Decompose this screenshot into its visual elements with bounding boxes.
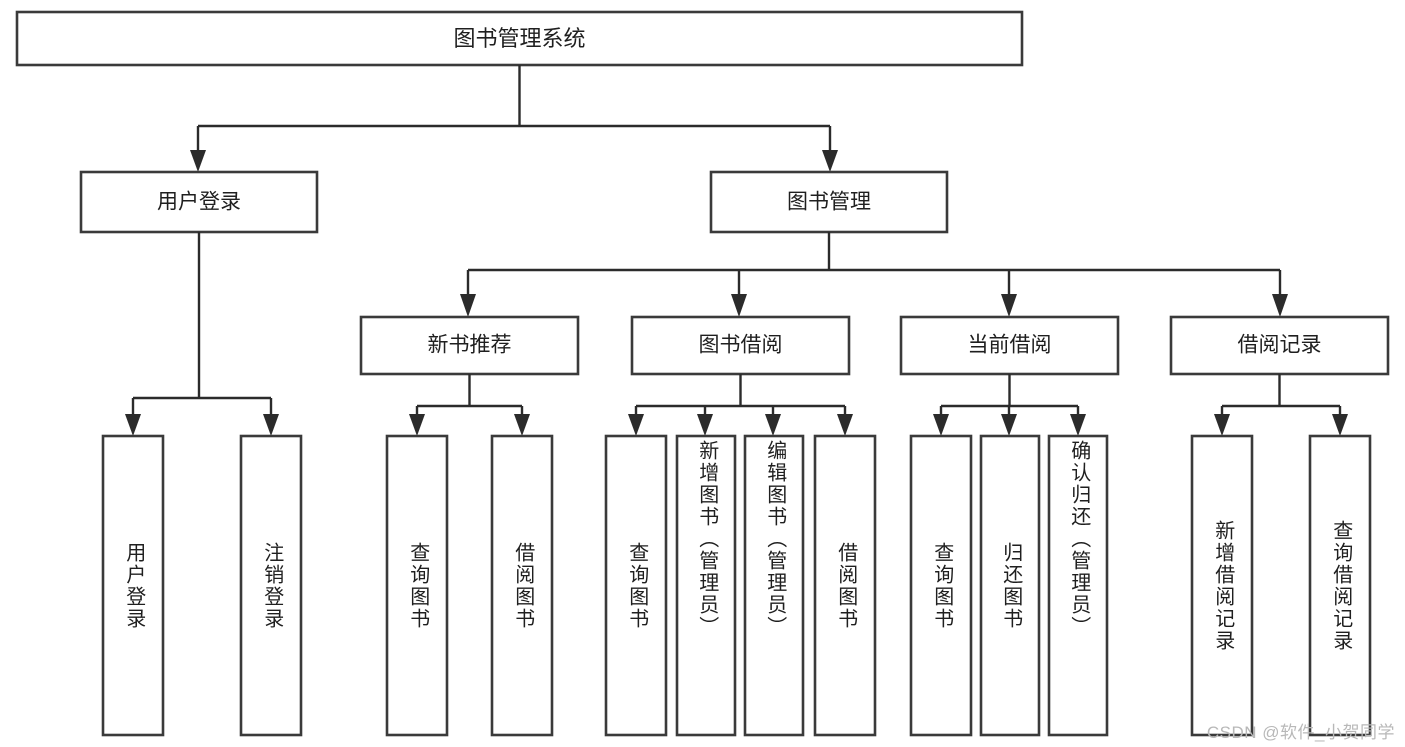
- leaf-box-current-borrow-1[interactable]: [979, 434, 1041, 737]
- new-book-recommend-label: 新书推荐: [428, 334, 512, 357]
- leaf-box-book-borrow-3[interactable]: [813, 434, 877, 737]
- leaf-box-new-book-0[interactable]: [385, 434, 449, 737]
- connector-book-manage-to-level3: [460, 232, 1288, 317]
- leaf-box-borrow-record-1[interactable]: [1308, 434, 1372, 737]
- arrow-to-book-borrow: [731, 294, 747, 317]
- node-root[interactable]: 图书管理系统: [15, 10, 1024, 67]
- leaf-box-current-borrow-0[interactable]: [909, 434, 973, 737]
- new-book-recommend-box: [359, 315, 580, 376]
- leaf-box-book-borrow-1[interactable]: [675, 434, 737, 737]
- connector-book-borrow-to-leaves: [628, 374, 853, 436]
- node-book-manage[interactable]: 图书管理: [709, 170, 949, 234]
- leaf-box-user-login-0[interactable]: [101, 434, 165, 737]
- root-label: 图书管理系统: [453, 26, 585, 51]
- book-manage-label: 图书管理: [787, 191, 871, 214]
- user-login-label: 用户登录: [157, 191, 241, 214]
- arrow-to-user-login: [190, 150, 206, 172]
- node-new-book-recommend[interactable]: 新书推荐: [359, 315, 580, 376]
- arrow-to-borrow-record: [1272, 294, 1288, 317]
- node-current-borrow[interactable]: 当前借阅: [899, 315, 1120, 376]
- watermark-text: CSDN @软件_小贺同学: [1206, 723, 1395, 742]
- leaf-box-book-borrow-0[interactable]: [604, 434, 668, 737]
- root-box: [15, 10, 1024, 67]
- connector-user-login-to-leaves: [125, 232, 279, 436]
- leaf-box-user-login-1[interactable]: [239, 434, 303, 737]
- arrow-to-current-borrow: [1001, 294, 1017, 317]
- leaf-box-new-book-1[interactable]: [490, 434, 554, 737]
- node-user-login[interactable]: 用户登录: [79, 170, 319, 234]
- arrow-to-new-book-recommend: [460, 294, 476, 317]
- borrow-record-label: 借阅记录: [1238, 334, 1322, 357]
- current-borrow-box: [899, 315, 1120, 376]
- connector-current-borrow-to-leaves: [933, 374, 1086, 436]
- node-borrow-record[interactable]: 借阅记录: [1169, 315, 1390, 376]
- connector-new-book-recommend-to-leaves: [409, 374, 530, 436]
- arrow-to-leaf-user-login-0: [125, 414, 141, 436]
- current-borrow-label: 当前借阅: [968, 334, 1052, 357]
- leaf-box-book-borrow-2[interactable]: [743, 434, 805, 737]
- connector-borrow-record-to-leaves: [1214, 374, 1348, 436]
- leaf-box-borrow-record-0[interactable]: [1190, 434, 1254, 737]
- book-borrow-label: 图书借阅: [699, 334, 783, 357]
- arrow-to-book-manage: [822, 150, 838, 172]
- leaf-box-current-borrow-2[interactable]: [1047, 434, 1109, 737]
- connector-root-to-level2: [190, 65, 838, 172]
- arrow-to-leaf-user-login-1: [263, 414, 279, 436]
- user-login-box: [79, 170, 319, 234]
- node-book-borrow[interactable]: 图书借阅: [630, 315, 851, 376]
